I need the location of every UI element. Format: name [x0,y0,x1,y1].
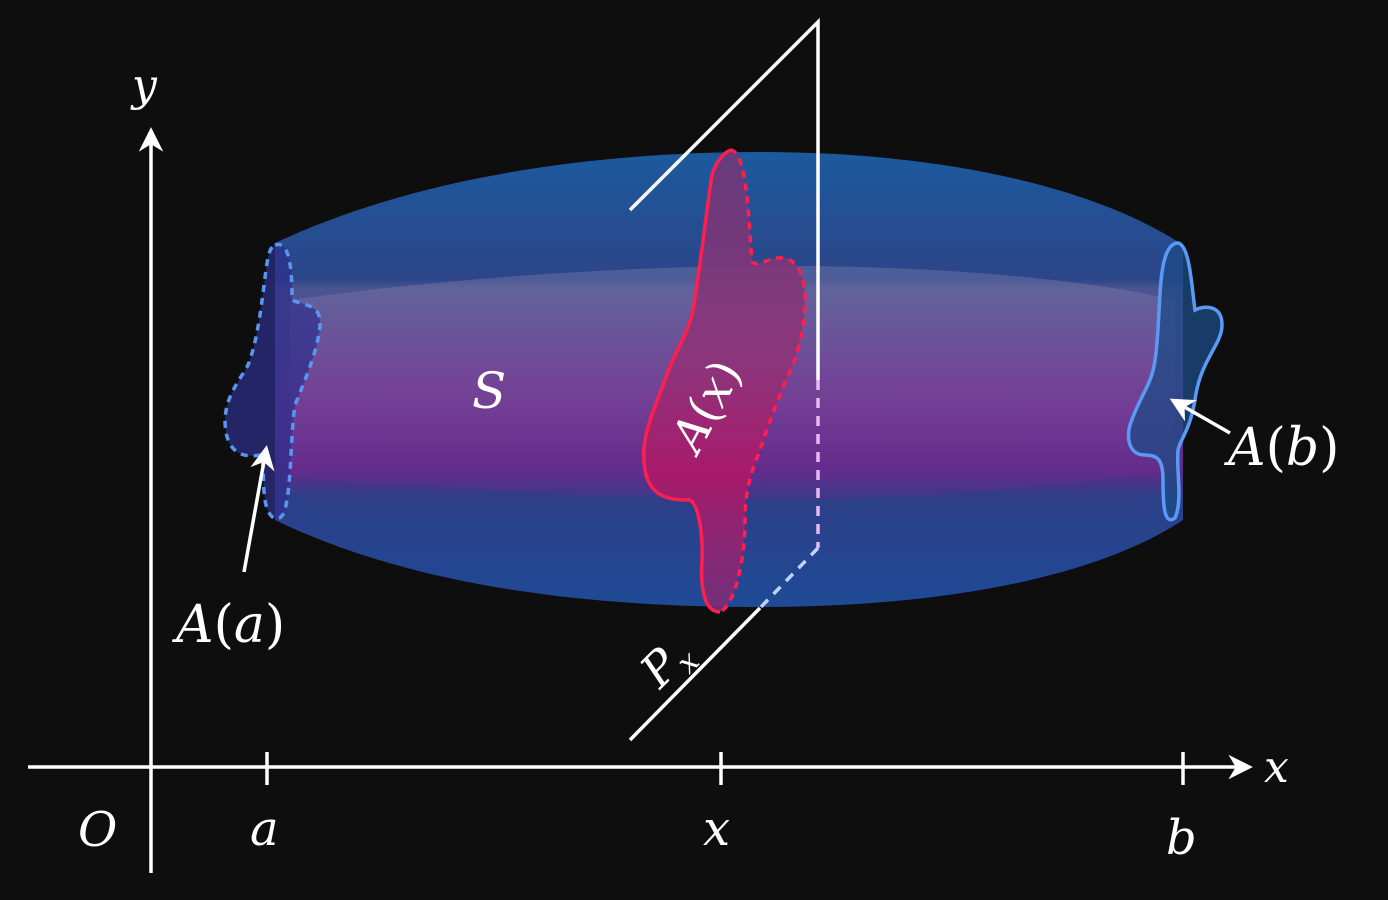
cross-section-a [223,242,322,521]
plane-label: Px [629,626,707,704]
axes [28,127,1253,873]
label-a-of-b: A(b) [1224,418,1339,478]
label-a-of-a: A(a) [172,595,285,655]
x-axis-label: x [1264,742,1289,793]
y-axis-label: y [130,60,158,111]
solid-label: S [472,362,506,420]
cross-section-x [641,148,807,614]
origin-label: O [78,802,117,858]
plane-px [758,380,820,610]
tick-label-x: x [703,801,730,857]
arrow-to-b [1169,398,1231,435]
cross-section-b [1126,241,1224,522]
tick-label-b: b [1166,810,1197,866]
arrow-to-a [242,445,275,573]
tick-label-a: a [250,801,279,857]
plane-px-front [628,17,820,742]
